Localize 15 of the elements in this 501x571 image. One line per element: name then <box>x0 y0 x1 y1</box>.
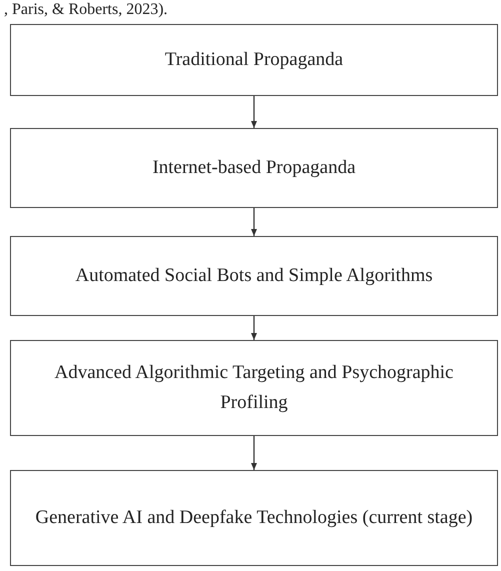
process-box <box>10 340 498 436</box>
arrow <box>251 436 257 470</box>
process-box <box>10 128 498 208</box>
process-box <box>10 236 498 316</box>
process-box <box>10 470 498 566</box>
arrow <box>251 316 257 340</box>
box-text: Internet-based Propaganda <box>152 156 356 180</box>
box-text: Traditional Propaganda <box>164 48 344 72</box>
arrow <box>251 208 257 236</box>
process-box <box>10 24 498 96</box>
box-text: Generative AI and Deepfake Technologies (current stage) <box>35 506 473 530</box>
box-text: Advanced Algorithmic Targeting and Psychographic Profiling <box>54 361 454 415</box>
citation-text: , Paris, & Roberts, 2023). <box>4 0 168 20</box>
arrow <box>251 96 257 128</box>
box-text: Automated Social Bots and Simple Algorithms <box>75 264 433 288</box>
